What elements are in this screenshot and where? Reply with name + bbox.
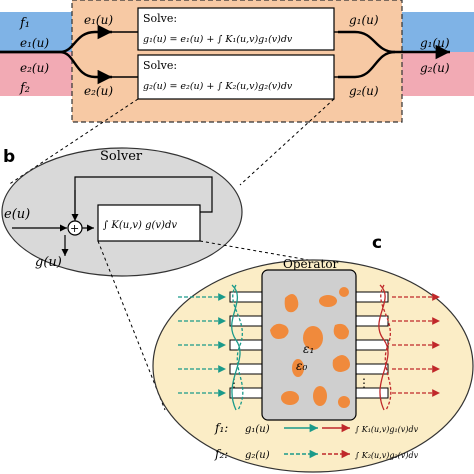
output-arrows [378, 284, 440, 411]
legend-out-f2: ∫ K₂(u,v)g₂(v)dv [355, 451, 419, 460]
panel-label-b: b [3, 147, 15, 167]
integral-operator: ∫ K(u,v) g(v)dv [103, 220, 177, 231]
epsilon-1: ε₁ [303, 342, 314, 356]
panel-a: f₁ e₁(u) e₂(u) f₂ e₁(u) e₂(u) Solve: g₁(… [0, 0, 474, 123]
output-label-g1: g₁(u) [420, 36, 450, 50]
epsilon-0: ε₀ [296, 359, 307, 373]
legend-out-f1: ∫ K₁(u,v)g₁(v)dv [355, 425, 419, 434]
summing-plus: + [70, 222, 79, 235]
legend-in-f1: g₁(u) [245, 424, 270, 435]
legend: f₁: g₁(u) ∫ K₁(u,v)g₁(v)dv f₂: g₂(u) ∫ K… [214, 421, 419, 461]
panel-b: b Solver + ∫ K(u,v) g(v)dv e(u) g(u) [1, 147, 243, 277]
solver-input-label: e(u) [4, 207, 30, 222]
output-label-g2: g₂(u) [420, 61, 450, 75]
branch-label-g2: g₂(u) [349, 84, 379, 98]
equation-2: g₂(u) = e₂(u) + ∫ K₂(u,v)g₂(v)dv [143, 81, 293, 92]
solver-title: Solver [100, 149, 143, 164]
input-arrows [178, 284, 244, 411]
scatterers [270, 287, 350, 408]
legend-in-f2: g₂(u) [245, 450, 270, 461]
input-label-e2: e₂(u) [20, 61, 49, 75]
solver-output-label: g(u) [35, 255, 62, 270]
legend-key-f1: f₁: [214, 421, 228, 435]
zoom-line-left-ab [7, 98, 139, 186]
branch-bottom-out [338, 50, 396, 79]
zoom-line-left-bc [97, 240, 166, 411]
panel-c: c Operator [152, 233, 474, 473]
input-label-f2: f₂ [19, 81, 30, 96]
operator-title: Operator [283, 257, 339, 271]
input-band-red [0, 52, 75, 96]
branch-label-e2: e₂(u) [84, 84, 113, 98]
input-label-e1: e₁(u) [20, 36, 49, 50]
solve-title-2: Solve: [143, 59, 177, 72]
port-ellipsis-left: ⋮ [228, 376, 240, 390]
branch-bottom-in [0, 50, 112, 85]
zoom-line-right-bc [199, 240, 321, 263]
legend-key-f2: f₂: [214, 447, 228, 461]
branch-label-g1: g₁(u) [349, 13, 379, 27]
solve-box-1 [137, 7, 335, 51]
input-band-blue [0, 12, 75, 52]
equation-1: g₁(u) = e₁(u) + ∫ K₁(u,v)g₁(v)dv [143, 34, 293, 45]
output-band-red [400, 52, 474, 96]
port-ellipsis-right: ⋮ [358, 376, 370, 390]
branch-label-e1: e₁(u) [84, 13, 113, 27]
panel-label-c: c [372, 233, 382, 253]
solve-title-1: Solve: [143, 12, 177, 25]
solve-box-2 [137, 54, 335, 100]
input-label-f1: f₁ [19, 16, 30, 31]
integral-box [97, 204, 201, 242]
